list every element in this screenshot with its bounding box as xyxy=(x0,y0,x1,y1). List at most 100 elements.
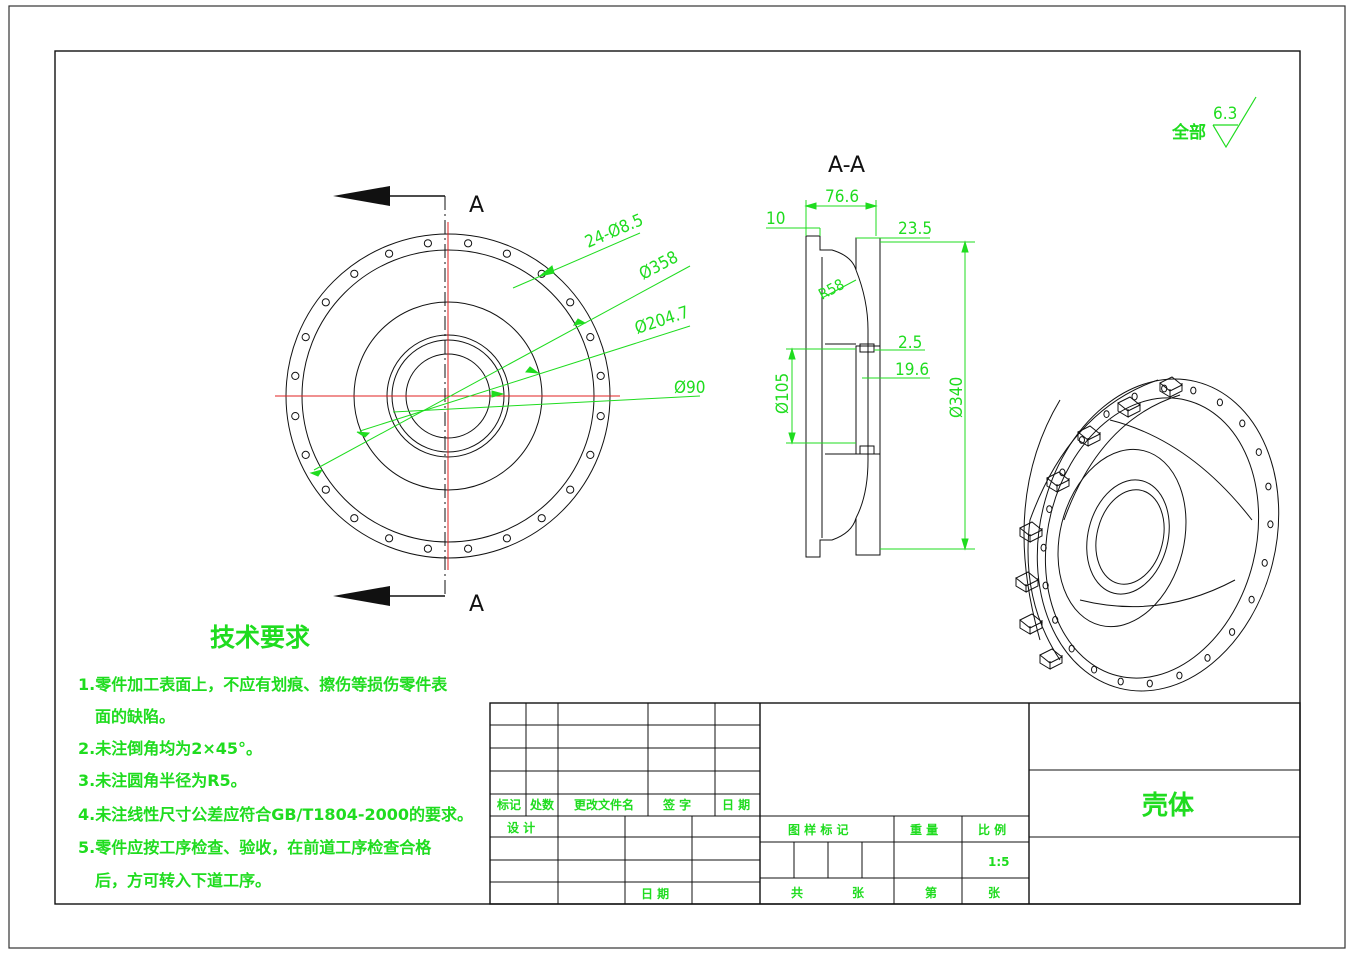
dim-19-6: 19.6 xyxy=(895,360,929,380)
iso-hole xyxy=(1190,386,1197,395)
section-arrow-bottom xyxy=(333,586,445,606)
bolt-hole xyxy=(502,249,511,258)
iso-hole xyxy=(1161,384,1168,393)
tech-item-1b: 面的缺陷。 xyxy=(95,707,175,726)
bolt-hole xyxy=(566,298,575,307)
iso-hole xyxy=(1255,448,1262,457)
dim-23: 23.5 xyxy=(898,219,932,239)
bolt-hole xyxy=(596,371,605,380)
dim-d340: Ø340 xyxy=(947,377,967,418)
bolt-hole xyxy=(385,534,394,543)
iso-lug xyxy=(1019,613,1043,635)
iso-hole xyxy=(1204,654,1211,662)
tb-weight: 重 量 xyxy=(910,822,938,837)
dim-d105: Ø105 xyxy=(773,373,793,414)
iso-hole xyxy=(1046,505,1053,514)
tech-item-1: 1.零件加工表面上，不应有划痕、擦伤等损伤零件表 xyxy=(78,675,448,694)
iso-hole xyxy=(1091,665,1098,674)
bolt-hole xyxy=(423,544,432,553)
section-label: A-A xyxy=(828,153,865,178)
dim-d204: Ø204.7 xyxy=(632,302,691,338)
iso-hole xyxy=(1216,398,1224,407)
tb-change-doc: 更改文件名 xyxy=(574,797,634,812)
iso-hole xyxy=(1117,677,1124,686)
bolt-hole xyxy=(464,544,473,553)
tech-items: 1.零件加工表面上，不应有划痕、擦伤等损伤零件表 面的缺陷。 2.未注倒角均为2… xyxy=(78,675,473,890)
dim-10: 10 xyxy=(766,209,785,229)
tech-item-4: 4.未注线性尺寸公差应符合GB/T1804-2000的要求。 xyxy=(78,805,473,824)
iso-hole xyxy=(1267,520,1274,529)
tb-date: 日 期 xyxy=(722,797,750,812)
outer-border xyxy=(8,5,1346,949)
dim-d90: Ø90 xyxy=(674,378,706,398)
bolt-hole xyxy=(566,485,575,494)
tb-count: 处数 xyxy=(529,797,555,812)
section-arrow-top xyxy=(333,186,445,206)
iso-hole xyxy=(1131,392,1138,401)
iso-lug xyxy=(1039,648,1063,670)
tb-scale: 1:5 xyxy=(988,855,1010,869)
iso-hole xyxy=(1078,436,1086,444)
tb-nth: 第 xyxy=(925,885,937,900)
tech-item-5b: 后，方可转入下道工序。 xyxy=(95,871,271,890)
tb-mark: 标记 xyxy=(496,797,521,812)
iso-hole xyxy=(1248,595,1255,604)
iso-hole xyxy=(1265,482,1272,491)
bolt-hole xyxy=(464,239,473,248)
bolt-hole xyxy=(350,514,359,523)
iso-lug xyxy=(1117,396,1141,418)
dim-d358: Ø358 xyxy=(636,247,682,284)
bolt-hole xyxy=(291,412,300,421)
dim-2-5: 2.5 xyxy=(898,333,922,353)
section-dim-lines xyxy=(766,200,975,551)
isometric-holes xyxy=(1040,384,1274,688)
bolt-hole xyxy=(423,239,432,248)
part-name: 壳体 xyxy=(1141,791,1195,821)
tb-signature: 签 字 xyxy=(662,797,691,812)
iso-hole xyxy=(1042,581,1049,590)
bolt-hole xyxy=(301,450,310,459)
bolt-hole xyxy=(596,412,605,421)
tb-scale-label: 比 例 xyxy=(978,822,1006,837)
dim-holes: 24-Ø8.5 xyxy=(582,210,646,252)
bolt-hole xyxy=(321,298,330,307)
tb-design: 设 计 xyxy=(507,820,535,835)
cut-letter-bottom: A xyxy=(469,592,484,617)
iso-hole xyxy=(1040,543,1047,552)
tech-item-5: 5.零件应按工序检查、验收，在前道工序检查合格 xyxy=(78,838,432,857)
title-block xyxy=(489,702,1301,905)
iso-hole xyxy=(1059,468,1066,477)
iso-hole xyxy=(1239,419,1246,428)
tb-sheets: 张 xyxy=(852,885,865,900)
roughness-prefix: 全部 xyxy=(1171,122,1206,143)
bolt-hole xyxy=(350,269,359,278)
iso-hole xyxy=(1068,644,1075,653)
tb-sheets2: 张 xyxy=(988,885,1001,900)
bolt-hole xyxy=(291,371,300,380)
bolt-hole xyxy=(537,514,546,523)
bolt-hole xyxy=(586,333,595,342)
iso-hole xyxy=(1146,679,1153,688)
bolt-hole xyxy=(502,534,511,543)
iso-hole xyxy=(1176,671,1183,680)
isometric-view xyxy=(1015,376,1280,692)
tb-date2: 日 期 xyxy=(641,886,669,901)
roughness-symbol xyxy=(1212,96,1257,149)
dim-76: 76.6 xyxy=(825,187,859,207)
cut-letter-top: A xyxy=(469,193,484,218)
tech-item-3: 3.未注圆角半径为R5。 xyxy=(78,771,247,790)
iso-hole xyxy=(1103,410,1110,419)
section-view xyxy=(805,235,881,558)
iso-lug xyxy=(1019,521,1043,543)
tech-title: 技术要求 xyxy=(210,623,310,652)
iso-hole xyxy=(1229,628,1236,636)
bolt-hole xyxy=(301,333,310,342)
tb-total: 共 xyxy=(791,885,803,900)
iso-lug xyxy=(1015,571,1039,593)
bolt-hole xyxy=(385,249,394,258)
tb-sample-mark: 图 样 标 记 xyxy=(788,822,849,837)
tech-item-2: 2.未注倒角均为2×45°。 xyxy=(78,739,262,758)
iso-hole xyxy=(1052,616,1059,624)
iso-lug xyxy=(1046,471,1070,493)
